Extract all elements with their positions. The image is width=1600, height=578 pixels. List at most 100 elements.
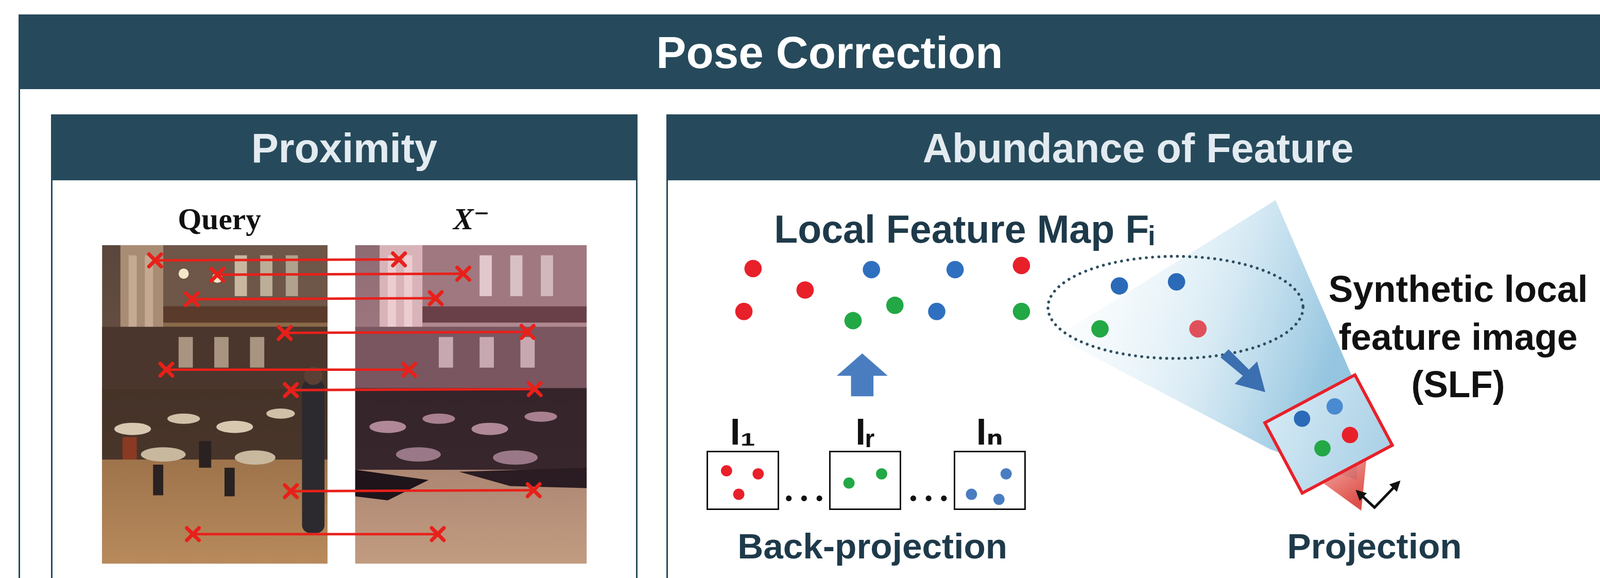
feature-map-label-holder: Local Feature Map Fᵢ [773, 208, 1155, 251]
ellipsis-dot [940, 495, 947, 502]
section-panel: Proximity [50, 114, 638, 578]
photo-lower-wall [101, 326, 328, 390]
cross-mark [211, 268, 224, 281]
callout-text-holder: Synthetic local feature image (SLF) [1319, 265, 1597, 409]
feature-point [843, 477, 855, 489]
block-arrow [1220, 349, 1266, 392]
cross-mark [160, 363, 173, 376]
feature-point [886, 296, 904, 315]
image-label: X⁻ [453, 202, 490, 236]
panel-header: Proximity [52, 115, 636, 181]
match-crosses [148, 253, 541, 541]
feature-point [1294, 410, 1311, 427]
feature-point [796, 281, 815, 299]
match-line [217, 273, 464, 275]
photo-table [524, 411, 557, 422]
feature-point [1326, 398, 1344, 415]
selection-ellipse [1047, 256, 1303, 359]
cross-mark [528, 382, 541, 395]
frame-heading: Iₙ [934, 412, 1046, 453]
feature-point [844, 312, 863, 330]
photo-floor [101, 387, 328, 564]
callout-text: Synthetic local feature image (SLF) [1328, 268, 1588, 405]
image-points [720, 465, 1012, 505]
feature-point [720, 465, 733, 477]
photo-upper-wall [418, 245, 587, 307]
cross-mark [185, 293, 199, 306]
block-arrow [836, 353, 888, 397]
photo-person [122, 436, 137, 460]
photo-table [492, 450, 538, 465]
cross-mark [521, 325, 535, 338]
step-label-holder: Back-projection [737, 526, 1008, 566]
photo-table [114, 422, 151, 436]
feature-point [1012, 256, 1031, 275]
slf-frame [1264, 374, 1393, 494]
query-photo [101, 245, 328, 564]
photo-window [510, 255, 523, 297]
ellipsis-dot [910, 495, 917, 502]
feature-point [735, 302, 753, 321]
feature-point [1342, 426, 1359, 444]
photo-table [369, 420, 406, 434]
photo-table [234, 450, 276, 465]
panel-header: Abundance of Feature [667, 115, 1600, 181]
match-line [284, 331, 528, 333]
image-frame: Iₙ [953, 450, 1027, 510]
photo-window [479, 336, 494, 368]
image-label-holder: X⁻ [453, 202, 490, 236]
image-label: Query [177, 202, 262, 236]
photo-wall [101, 245, 328, 564]
panel-header: Pose Correction [20, 15, 1600, 90]
feature-point [1110, 277, 1129, 295]
step-label: Projection [1287, 526, 1462, 566]
feature-point [1000, 468, 1012, 480]
feature-map-label: Local Feature Map Fᵢ [773, 208, 1155, 251]
photo-balcony [163, 306, 328, 323]
photo-shadow [459, 467, 588, 489]
feature-point [1012, 302, 1031, 321]
cross-mark [457, 267, 470, 280]
photo-shadow [355, 469, 429, 501]
panel-title: Pose Correction [656, 27, 1003, 78]
photo-balcony-rail [422, 322, 587, 327]
photo-lower-wall [355, 326, 588, 390]
photo-window [520, 336, 536, 368]
photo-balcony-rail [163, 322, 328, 327]
photo-floor [355, 387, 588, 564]
feature-point [744, 260, 763, 278]
image-title: I₁ [730, 410, 756, 453]
match-line [193, 532, 439, 536]
match-line [166, 368, 410, 371]
photo-shadow-crowd [355, 387, 588, 470]
photo-balcony [422, 306, 587, 323]
cross-mark [186, 527, 200, 541]
photo-table [216, 420, 253, 434]
photo-window [249, 336, 265, 368]
feature-point [733, 488, 745, 501]
feature-point [875, 468, 888, 480]
photo-standing-person [302, 379, 325, 533]
frame-heading: Iᵣ [810, 412, 921, 453]
image-frame: Iᵣ [829, 450, 902, 510]
image-frame: I₁ [706, 450, 780, 510]
ellipsis-dot [785, 495, 792, 502]
photo-window [285, 255, 299, 297]
feature-point [862, 260, 881, 279]
panel-title: Proximity [251, 125, 438, 171]
cross-mark [403, 363, 416, 376]
image-title: Iᵣ [855, 410, 875, 453]
photo-window [438, 336, 454, 368]
photo-chair [152, 464, 164, 495]
panel-title: Abundance of Feature [922, 125, 1354, 171]
cross-mark [284, 383, 298, 397]
cross-mark [278, 326, 291, 339]
photo-table [167, 413, 200, 424]
frame-heading: I₁ [687, 412, 799, 453]
rendered-photo [355, 245, 588, 564]
feature-point [927, 302, 946, 321]
feature-point [752, 468, 764, 480]
image-label-holder: Query [177, 202, 262, 236]
cross-mark [392, 253, 406, 266]
